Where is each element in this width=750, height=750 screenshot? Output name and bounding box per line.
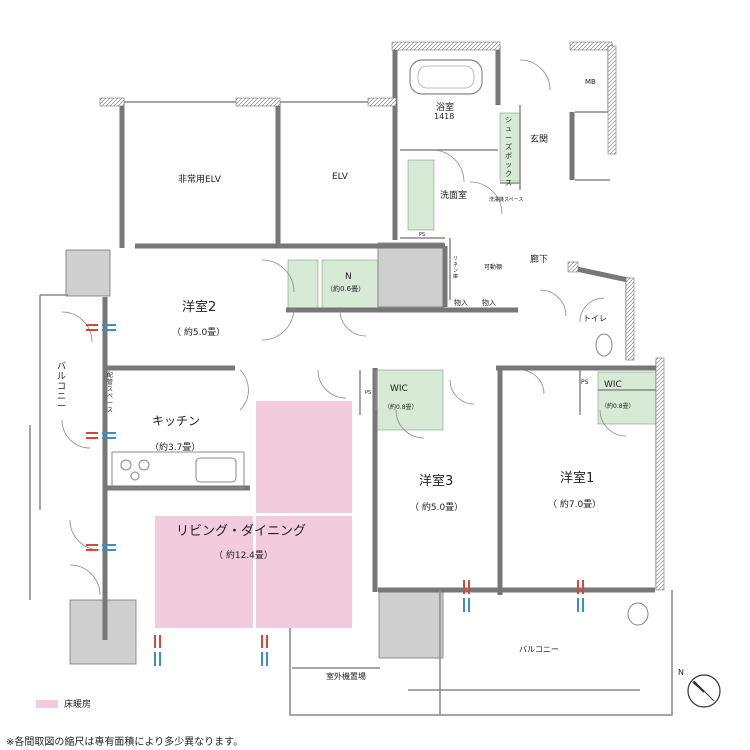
shoe-box-label: シューズボックス xyxy=(505,116,512,187)
bedroom3-label: 洋室3 xyxy=(419,474,454,489)
structural-columns xyxy=(65,242,445,665)
wic1-label: WIC xyxy=(604,380,622,390)
piping-space-label: 配管スペース xyxy=(107,372,114,414)
balcony-left-label: バルコニー xyxy=(57,362,67,412)
closet-n-label: N xyxy=(345,272,352,282)
wic3-label: WIC xyxy=(390,384,408,394)
kitchen-label: キッチン xyxy=(152,414,201,428)
wic3-size: （約0.8畳） xyxy=(384,404,418,411)
floor-heating-legend-label: 床暖房 xyxy=(64,700,92,710)
bathroom-label: 浴室 xyxy=(436,103,455,113)
closet-n-size: （約0.6畳） xyxy=(326,285,366,293)
storage-areas xyxy=(287,112,659,431)
kitchen-counter xyxy=(111,451,245,489)
bedroom2-label: 洋室2 xyxy=(182,300,217,315)
ldk-size: （ 約12.4畳） xyxy=(214,551,273,561)
door-swings xyxy=(61,59,627,596)
bedroom1-label: 洋室1 xyxy=(560,471,595,486)
floor-heating-swatch xyxy=(36,699,58,708)
bathtub xyxy=(409,59,483,95)
toilet-label: トイレ xyxy=(583,314,607,323)
bathroom-size: 1418 xyxy=(434,112,455,121)
sink xyxy=(195,457,237,483)
emergency-elv-label: 非常用ELV xyxy=(178,175,221,185)
ps-label-3: PS xyxy=(581,379,589,386)
ps-label-2: PS xyxy=(365,390,372,396)
washer-space-label: 洗濯機スペース xyxy=(489,197,524,203)
storage-label-2: 物入 xyxy=(482,299,496,307)
bedroom3-size: （ 約5.0畳） xyxy=(410,503,464,513)
outdoor-unit-label: 室外機置場 xyxy=(326,672,366,681)
bathtub-inner xyxy=(417,65,475,89)
thin-walls xyxy=(29,101,673,716)
ps-label-1: PS xyxy=(419,232,426,238)
storage-label-1: 物入 xyxy=(454,299,468,307)
mb-label: MB xyxy=(585,78,596,86)
entrance-label: 玄関 xyxy=(530,135,549,145)
movable-shelf-label: 可動棚 xyxy=(484,264,503,271)
ldk-label: リビング・ダイニング xyxy=(176,524,307,539)
hallway-label: 廊下 xyxy=(530,255,549,265)
washroom-label: 洗面室 xyxy=(440,191,468,201)
linen-label: リネン庫 xyxy=(453,256,459,280)
compass-letter: N xyxy=(678,668,684,677)
floor-heating-zones xyxy=(155,401,352,628)
balcony-fixture xyxy=(627,602,649,626)
balcony-bottom-label: バルコニー xyxy=(519,645,559,654)
bedroom2-size: （ 約5.0畳） xyxy=(172,328,226,338)
hatched-walls xyxy=(99,41,665,591)
bedroom1-size: （ 約7.0畳） xyxy=(548,500,602,510)
toilet-bowl xyxy=(595,333,613,357)
ac-markers xyxy=(86,324,584,666)
kitchen-size: （約3.7畳） xyxy=(150,443,201,453)
elv-label: ELV xyxy=(332,172,348,182)
footnote: ※各間取図の縮尺は専有面積により多少異なります。 xyxy=(6,737,244,748)
compass-icon xyxy=(687,674,721,708)
legend: 床暖房 xyxy=(36,697,91,710)
wic1-size: （約0.8畳） xyxy=(601,403,635,410)
stove-burners xyxy=(120,459,150,481)
